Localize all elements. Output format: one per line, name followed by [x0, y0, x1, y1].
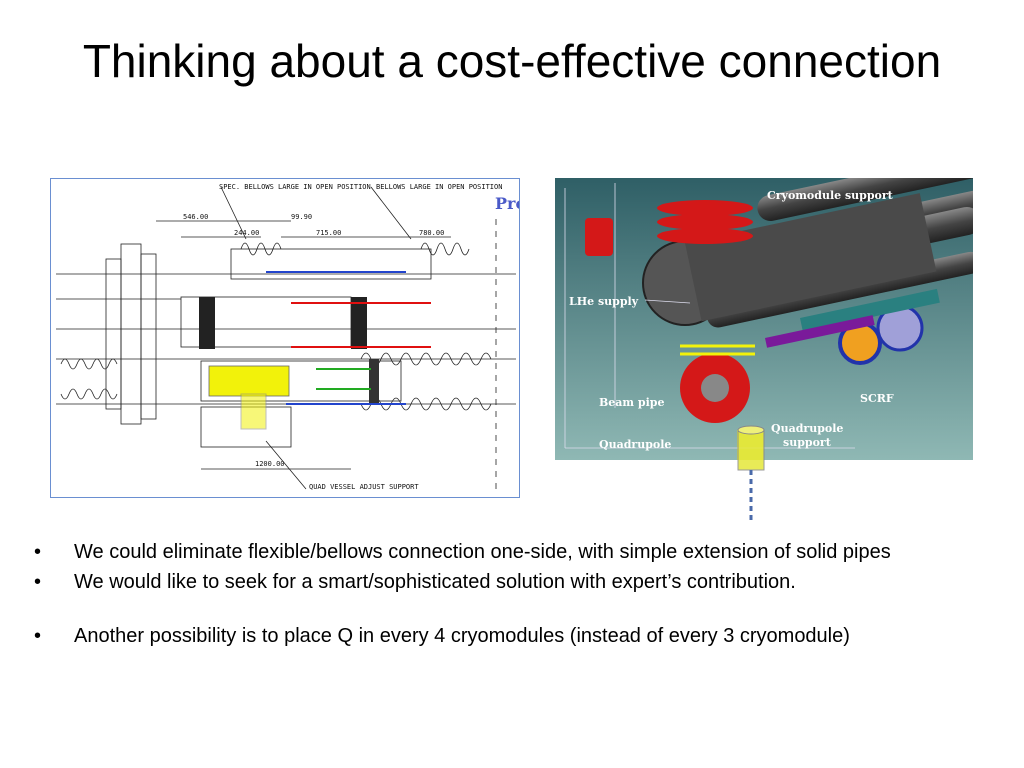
dim-780: 780.00 [419, 229, 444, 237]
partial-text: Pro [495, 194, 520, 213]
label-quad-support: QUAD VESSEL ADJUST SUPPORT [309, 483, 419, 491]
bullet-list: • We could eliminate flexible/bellows co… [30, 540, 970, 654]
label-quadrupole-support-1: Quadrupole [771, 422, 843, 435]
bullet-glyph: • [34, 571, 42, 593]
bullet-item: • Another possibility is to place Q in e… [30, 624, 970, 648]
support-callout [732, 425, 772, 525]
label-spec-bellows: SPEC. BELLOWS LARGE IN OPEN POSITION [219, 183, 371, 191]
dim-546: 546.00 [183, 213, 208, 221]
label-quadrupole-support-2: support [783, 436, 832, 449]
bullet-text: Another possibility is to place Q in eve… [74, 625, 850, 647]
label-lhe-supply: LHe supply [569, 295, 639, 308]
label-quadrupole: Quadrupole [599, 438, 671, 451]
engineering-drawing: SPEC. BELLOWS LARGE IN OPEN POSITION BEL… [50, 178, 520, 498]
bullet-item: • We could eliminate flexible/bellows co… [30, 540, 970, 564]
label-beam-pipe: Beam pipe [599, 396, 664, 409]
label-bellows-large: BELLOWS LARGE IN OPEN POSITION [376, 183, 502, 191]
slide-title: Thinking about a cost-effective connecti… [82, 35, 942, 87]
bullet-text: We could eliminate flexible/bellows conn… [74, 541, 891, 563]
bullet-text: We would like to seek for a smart/sophis… [74, 571, 796, 593]
bullet-glyph: • [34, 541, 42, 563]
dim-715: 715.00 [316, 229, 341, 237]
dim-99: 99.90 [291, 213, 312, 221]
bullet-item: • We would like to seek for a smart/soph… [30, 570, 970, 594]
label-cryomodule-support: Cryomodule support [767, 189, 894, 202]
dim-244: 244.00 [234, 229, 259, 237]
dim-1200: 1200.00 [255, 460, 285, 468]
cryomodule-render: Cryomodule support LHe supply Beam pipe … [555, 178, 973, 460]
bullet-glyph: • [34, 625, 42, 647]
label-scrf: SCRF [860, 392, 894, 405]
